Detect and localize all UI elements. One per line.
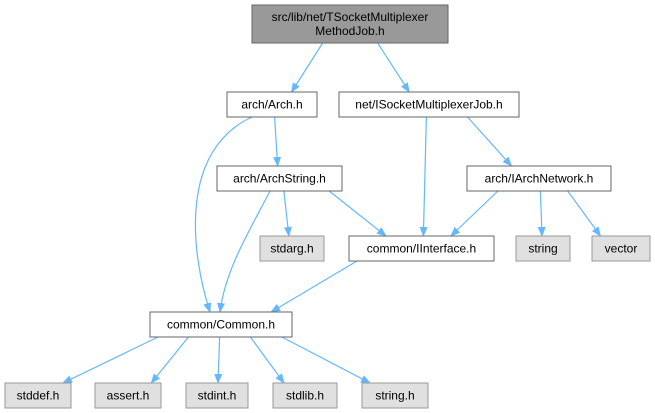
- node-box: [515, 235, 571, 262]
- node-label: net/ISocketMultiplexerJob.h: [355, 98, 502, 112]
- node-box: [591, 235, 651, 262]
- nodes: src/lib/net/TSocketMultiplexerMethodJob.…: [4, 4, 651, 409]
- node-root[interactable]: src/lib/net/TSocketMultiplexerMethodJob.…: [251, 4, 449, 44]
- node-label: stdarg.h: [270, 242, 313, 256]
- node-label: assert.h: [107, 389, 150, 403]
- node-box: [466, 165, 612, 192]
- node-label: src/lib/net/TSocketMultiplexer: [272, 10, 429, 24]
- edge-archstr-to-stdarg: [283, 190, 292, 237]
- node-assert[interactable]: assert.h: [94, 382, 162, 409]
- edge-common-to-stdint: [214, 336, 223, 384]
- node-stdlib[interactable]: stdlib.h: [272, 382, 338, 409]
- node-label: stdint.h: [198, 389, 237, 403]
- edge-common-to-stddef: [62, 336, 159, 384]
- node-iinterface[interactable]: common/IInterface.h: [348, 235, 495, 262]
- node-box: [226, 91, 318, 118]
- node-iarchnet[interactable]: arch/IArchNetwork.h: [466, 165, 612, 192]
- edge-arch-to-archstr: [273, 116, 282, 167]
- node-label: stdlib.h: [286, 389, 324, 403]
- node-box: [348, 235, 495, 262]
- node-label: string: [528, 242, 557, 256]
- node-label: MethodJob.h: [315, 24, 384, 38]
- node-archstr[interactable]: arch/ArchString.h: [216, 165, 343, 192]
- edge-root-to-arch: [290, 42, 324, 93]
- node-box: [216, 165, 343, 192]
- node-box: [259, 235, 325, 262]
- node-box: [338, 91, 520, 118]
- node-box: [251, 4, 449, 44]
- node-isock[interactable]: net/ISocketMultiplexerJob.h: [338, 91, 520, 118]
- edge-archstr-to-common: [217, 190, 271, 313]
- node-box: [149, 311, 293, 338]
- node-box: [94, 382, 162, 409]
- edge-iarchnet-to-vector: [567, 190, 602, 237]
- edge-isock-to-iarchnet: [467, 116, 513, 167]
- edge-iinterface-to-common: [270, 260, 358, 313]
- node-vector[interactable]: vector: [591, 235, 651, 262]
- node-stringh[interactable]: string.h: [361, 382, 429, 409]
- node-label: common/IInterface.h: [367, 242, 476, 256]
- edges: [62, 42, 602, 384]
- node-stdint[interactable]: stdint.h: [185, 382, 249, 409]
- node-label: vector: [605, 242, 638, 256]
- edge-common-to-stringh: [281, 336, 371, 384]
- node-box: [185, 382, 249, 409]
- edge-common-to-stdlib: [249, 336, 285, 384]
- edge-root-to-isock: [377, 42, 410, 93]
- edge-iarchnet-to-iinterface: [450, 190, 499, 237]
- node-string[interactable]: string: [515, 235, 571, 262]
- node-label: arch/IArchNetwork.h: [485, 172, 594, 186]
- node-arch[interactable]: arch/Arch.h: [226, 91, 318, 118]
- node-stddef[interactable]: stddef.h: [4, 382, 72, 409]
- node-label: common/Common.h: [167, 318, 275, 332]
- node-box: [361, 382, 429, 409]
- node-label: stddef.h: [17, 389, 60, 403]
- node-common[interactable]: common/Common.h: [149, 311, 293, 338]
- node-stdarg[interactable]: stdarg.h: [259, 235, 325, 262]
- edge-isock-to-iinterface: [419, 116, 428, 237]
- node-box: [4, 382, 72, 409]
- node-label: arch/Arch.h: [241, 98, 302, 112]
- node-box: [272, 382, 338, 409]
- node-label: string.h: [375, 389, 414, 403]
- edge-iarchnet-to-string: [537, 190, 546, 237]
- edge-common-to-assert: [150, 336, 189, 384]
- node-label: arch/ArchString.h: [233, 172, 326, 186]
- edge-archstr-to-iinterface: [328, 190, 387, 237]
- edge-arch-to-common: [194, 116, 253, 313]
